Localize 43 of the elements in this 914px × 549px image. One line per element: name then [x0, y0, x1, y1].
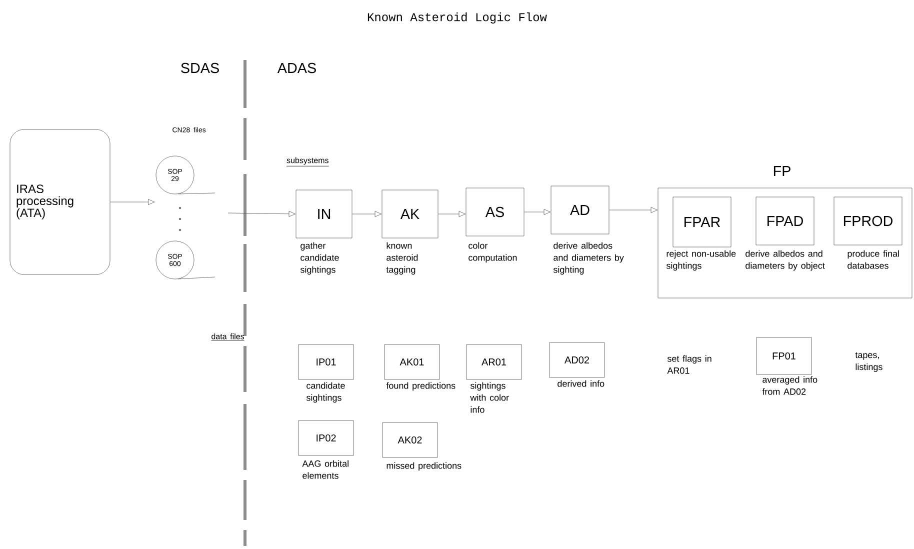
node-caption: found predictions — [386, 382, 456, 391]
arrow — [228, 210, 296, 217]
process-box: AD — [550, 186, 610, 234]
column-label: ADAS — [277, 62, 316, 74]
node-caption: known asteroid tagging — [386, 242, 418, 275]
process-box: IP01 — [298, 344, 354, 380]
arrow — [438, 211, 466, 217]
column-label: SDAS — [181, 62, 219, 74]
node-caption: sightings with color info — [470, 382, 509, 413]
section-label: data files — [211, 333, 245, 341]
process-box: FPAD — [756, 196, 814, 246]
section-label: subsystems — [286, 157, 329, 166]
process-box: FPAR — [672, 196, 732, 248]
node-caption: candidate sightings — [306, 382, 345, 403]
process-box: AK01 — [384, 344, 440, 380]
group-heading: FP — [774, 166, 790, 176]
process-box: AD02 — [549, 342, 605, 378]
node-caption: missed predictions — [386, 462, 462, 471]
process-box: AS — [466, 188, 524, 236]
arrow — [352, 211, 382, 217]
process-box: IN — [296, 190, 352, 238]
process-box: AK02 — [382, 422, 438, 458]
arrow — [110, 199, 155, 205]
node-caption: color computation — [468, 242, 517, 263]
process-box: FPROD — [834, 196, 902, 246]
node-caption: averaged info from AD02 — [762, 376, 818, 395]
process-box: AK — [382, 190, 438, 238]
node-caption: derive albedos and diameters by sighting — [553, 242, 624, 275]
process-box: IP02 — [298, 420, 354, 456]
node-caption: derive albedos and diameters by object — [746, 250, 825, 271]
arrow — [524, 209, 550, 215]
note: tapes, listings — [855, 352, 882, 372]
node-caption: AAG orbital elements — [302, 460, 348, 479]
node-caption: produce final databases — [848, 250, 899, 269]
process-box: FP01 — [756, 337, 812, 375]
arrow — [609, 207, 658, 213]
title: Known Asteroid Logic Flow — [368, 12, 547, 24]
node-caption: reject non-usable sightings — [666, 250, 736, 271]
process-box: IRAS processing (ATA) — [10, 129, 110, 275]
node-caption: gather candidate sightings — [300, 242, 339, 275]
note: set flags in AR01 — [667, 355, 712, 374]
node-caption: derived info — [558, 380, 604, 387]
process-box: AR01 — [466, 344, 522, 380]
